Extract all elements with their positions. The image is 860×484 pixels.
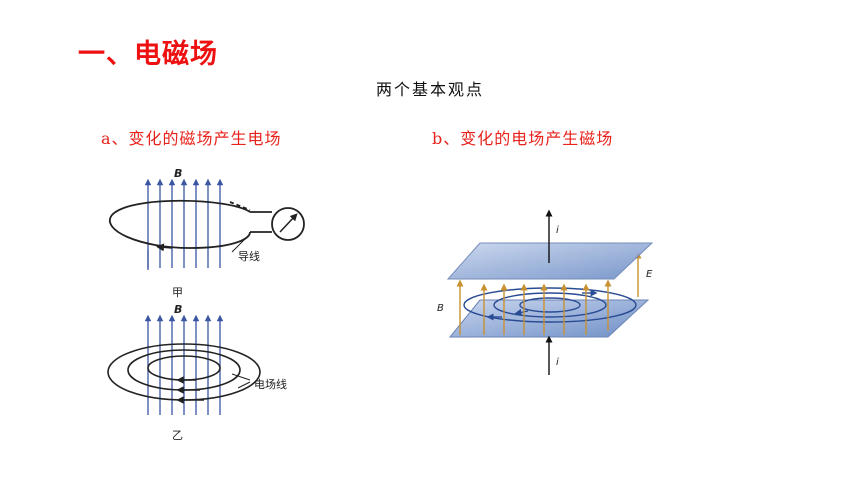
magnetic-induction-diagram: B 导线 甲 B 电场线	[107, 167, 305, 442]
b-label-jia: B	[174, 167, 182, 180]
electric-lines-label: 电场线	[254, 377, 287, 391]
b-label-yi: B	[174, 303, 182, 316]
current-label-top: i	[556, 225, 559, 236]
current-label-bottom: i	[556, 357, 559, 368]
e-field-label: E	[646, 269, 653, 280]
page-title: 一、电磁场	[78, 39, 218, 70]
point-b-label: b、变化的电场产生磁场	[432, 129, 614, 148]
bottom-plate	[448, 299, 650, 338]
magnetic-field-loops	[463, 287, 637, 323]
top-plate	[446, 242, 654, 280]
diagram-jia: B 导线 甲	[109, 167, 305, 299]
electric-field-arrows	[456, 251, 642, 335]
caption-yi: 乙	[172, 429, 183, 442]
wire-label: 导线	[238, 249, 260, 263]
point-a-label: a、变化的磁场产生电场	[101, 129, 282, 148]
page-subtitle: 两个基本观点	[375, 80, 484, 99]
wire-loop	[109, 199, 251, 249]
b-field-lines-jia	[144, 178, 224, 268]
b-field-label: B	[437, 303, 444, 314]
capacitor-field-diagram: i i E B	[437, 209, 654, 375]
caption-jia: 甲	[172, 286, 183, 299]
diagram-yi: B 电场线 乙	[107, 303, 287, 442]
